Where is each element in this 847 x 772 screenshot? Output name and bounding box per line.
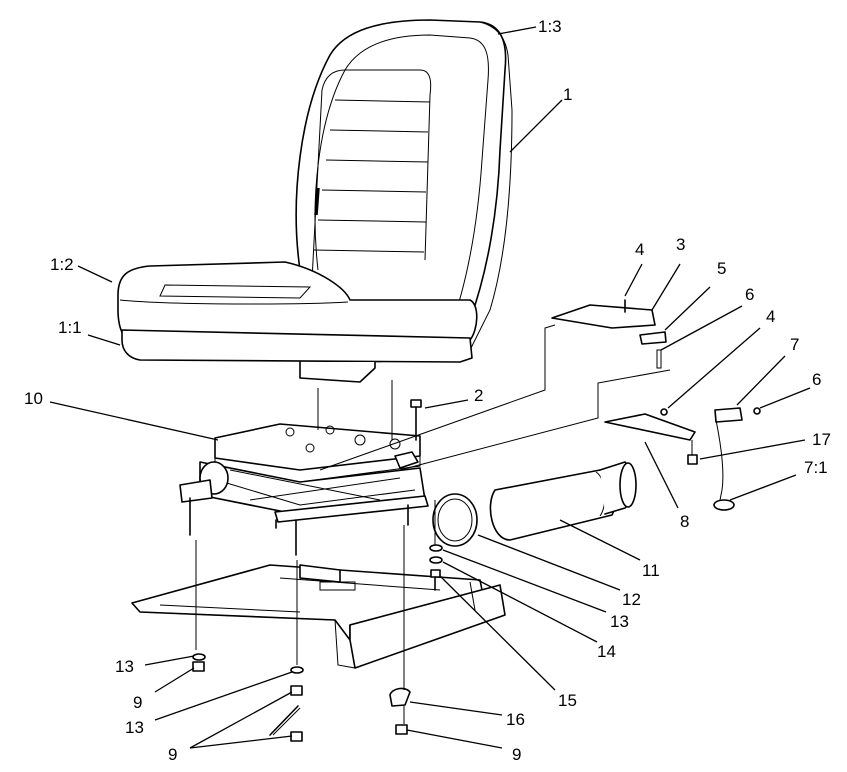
callout-1-1: 1:1 (58, 318, 82, 337)
base-plate (131, 564, 506, 669)
leader-lines (49, 26, 811, 749)
callout-1-2: 1:2 (50, 255, 74, 274)
callout-12: 12 (622, 590, 641, 609)
callout-9-c: 9 (512, 745, 521, 764)
seat-assembly (117, 19, 513, 383)
callout-14: 14 (597, 642, 616, 661)
callout-2: 2 (474, 386, 483, 405)
hardware-parts (192, 544, 443, 742)
bolt-part-2 (410, 399, 422, 441)
callout-8: 8 (680, 512, 689, 531)
callout-1-3: 1:3 (538, 17, 562, 36)
callout-15: 15 (558, 691, 577, 710)
callout-16: 16 (506, 710, 525, 729)
callout-4-b: 4 (766, 307, 775, 326)
callout-7-1: 7:1 (804, 458, 828, 477)
callout-3: 3 (676, 235, 685, 254)
callout-9-b: 9 (168, 745, 177, 764)
callout-9: 9 (133, 693, 142, 712)
callout-5: 5 (717, 259, 726, 278)
callout-6-b: 6 (812, 370, 821, 389)
callout-6: 6 (745, 285, 754, 304)
callout-13-b: 13 (115, 657, 134, 676)
callout-1: 1 (563, 85, 572, 104)
callout-7: 7 (790, 335, 799, 354)
callout-13-c: 13 (125, 718, 144, 737)
assembly-lines (195, 324, 693, 724)
callout-labels: 1:3 1 1:2 1:1 4 3 5 6 4 7 6 10 2 17 7:1 … (24, 17, 831, 764)
callout-4: 4 (635, 240, 644, 259)
suspension-assembly (179, 423, 429, 556)
callout-17: 17 (812, 430, 831, 449)
callout-13: 13 (610, 612, 629, 631)
callout-11: 11 (642, 561, 660, 580)
callout-10: 10 (24, 389, 43, 408)
boot-and-clamp (432, 461, 637, 547)
brackets-and-switch (551, 299, 761, 511)
